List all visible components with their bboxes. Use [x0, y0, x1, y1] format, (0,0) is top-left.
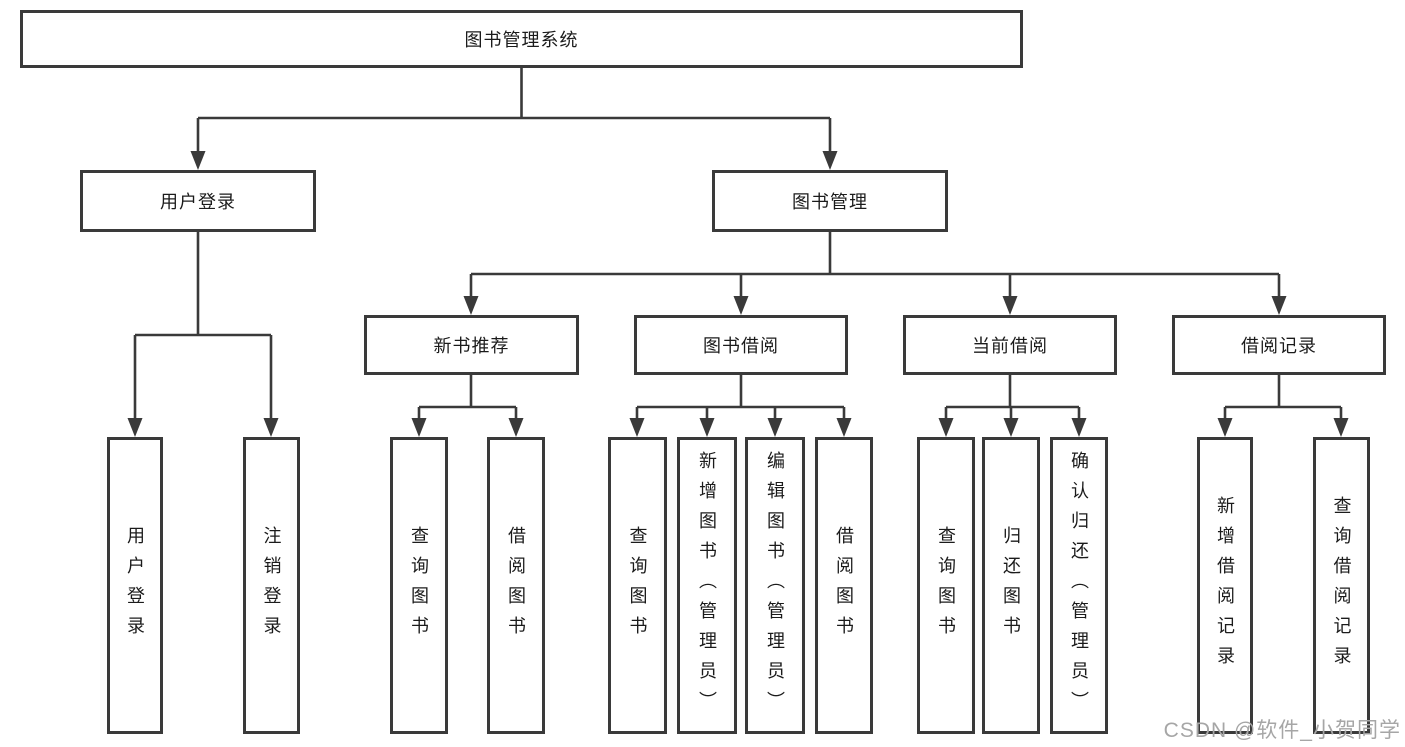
node-label: 图书管理系统	[464, 30, 579, 50]
arrowhead-icon	[1333, 418, 1349, 437]
node-root-system: 图书管理系统	[20, 10, 1023, 68]
node-label: 借阅图书	[506, 525, 526, 646]
arrowhead-icon	[1071, 418, 1087, 437]
node-label: 新书推荐	[433, 336, 510, 356]
leaf-borrow-borrow-books: 借阅图书	[815, 437, 873, 734]
node-label: 注销登录	[261, 525, 282, 646]
arrowhead-icon	[263, 418, 279, 437]
connector-userlogin-to-leaves	[133, 232, 273, 420]
leaf-records-add-record: 新增借阅记录	[1197, 437, 1253, 734]
node-label: 归还图书	[1001, 525, 1021, 646]
node-label: 图书借阅	[703, 336, 779, 356]
arrowhead-icon	[629, 418, 645, 437]
arrowhead-icon	[938, 418, 954, 437]
node-label: 查询图书	[409, 525, 429, 646]
leaf-borrow-query-books: 查询图书	[608, 437, 667, 734]
arrowhead-icon	[463, 296, 479, 315]
arrowhead-icon	[508, 418, 524, 437]
connector-records-to-leaves	[1223, 375, 1343, 420]
node-label: 新增图书（管理员）	[697, 450, 717, 721]
arrowhead-icon	[1002, 296, 1018, 315]
node-book-management: 图书管理	[712, 170, 948, 232]
leaf-borrow-edit-books-admin: 编辑图书（管理员）	[745, 437, 805, 734]
node-label: 查询借阅记录	[1331, 495, 1352, 676]
arrowhead-icons	[127, 151, 1349, 437]
arrowhead-icon	[127, 418, 143, 437]
connector-root-to-level2	[196, 68, 832, 153]
leaf-newbooks-query-books: 查询图书	[390, 437, 448, 734]
node-label: 查询图书	[936, 525, 956, 646]
node-user-login: 用户登录	[80, 170, 316, 232]
node-label: 查询图书	[627, 525, 648, 646]
node-borrow-records: 借阅记录	[1172, 315, 1386, 375]
arrowhead-icon	[836, 418, 852, 437]
leaf-logout: 注销登录	[243, 437, 300, 734]
node-label: 编辑图书（管理员）	[765, 450, 785, 721]
node-current-borrow: 当前借阅	[903, 315, 1117, 375]
arrowhead-icon	[767, 418, 783, 437]
node-new-book-recommend: 新书推荐	[364, 315, 579, 375]
arrowhead-icon	[699, 418, 715, 437]
node-label: 图书管理	[792, 192, 868, 212]
node-book-borrow: 图书借阅	[634, 315, 848, 375]
leaf-current-query-books: 查询图书	[917, 437, 975, 734]
arrowhead-icon	[822, 151, 838, 170]
leaf-current-return-books: 归还图书	[982, 437, 1040, 734]
connector-currentborrow-to-leaves	[944, 375, 1081, 420]
arrowhead-icon	[733, 296, 749, 315]
leaf-current-confirm-return-admin: 确认归还（管理员）	[1050, 437, 1108, 734]
node-label: 用户登录	[160, 192, 236, 212]
connector-bookmgmt-to-level3	[469, 232, 1281, 298]
node-label: 当前借阅	[972, 336, 1048, 356]
node-label: 借阅图书	[834, 525, 854, 646]
leaf-user-login: 用户登录	[107, 437, 163, 734]
connector-bookborrow-to-leaves	[635, 375, 846, 420]
arrowhead-icon	[190, 151, 206, 170]
node-label: 用户登录	[125, 525, 145, 646]
arrowhead-icon	[411, 418, 427, 437]
arrowhead-icon	[1003, 418, 1019, 437]
arrowhead-icon	[1271, 296, 1287, 315]
connector-newbooks-to-leaves	[417, 375, 518, 420]
arrowhead-icon	[1217, 418, 1233, 437]
node-label: 确认归还（管理员）	[1069, 450, 1089, 721]
leaf-borrow-add-books-admin: 新增图书（管理员）	[677, 437, 737, 734]
node-label: 新增借阅记录	[1215, 495, 1235, 676]
leaf-newbooks-borrow-books: 借阅图书	[487, 437, 545, 734]
leaf-records-query-record: 查询借阅记录	[1313, 437, 1370, 734]
watermark: CSDN @软件_小贺同学	[1163, 719, 1401, 742]
node-label: 借阅记录	[1241, 336, 1317, 356]
